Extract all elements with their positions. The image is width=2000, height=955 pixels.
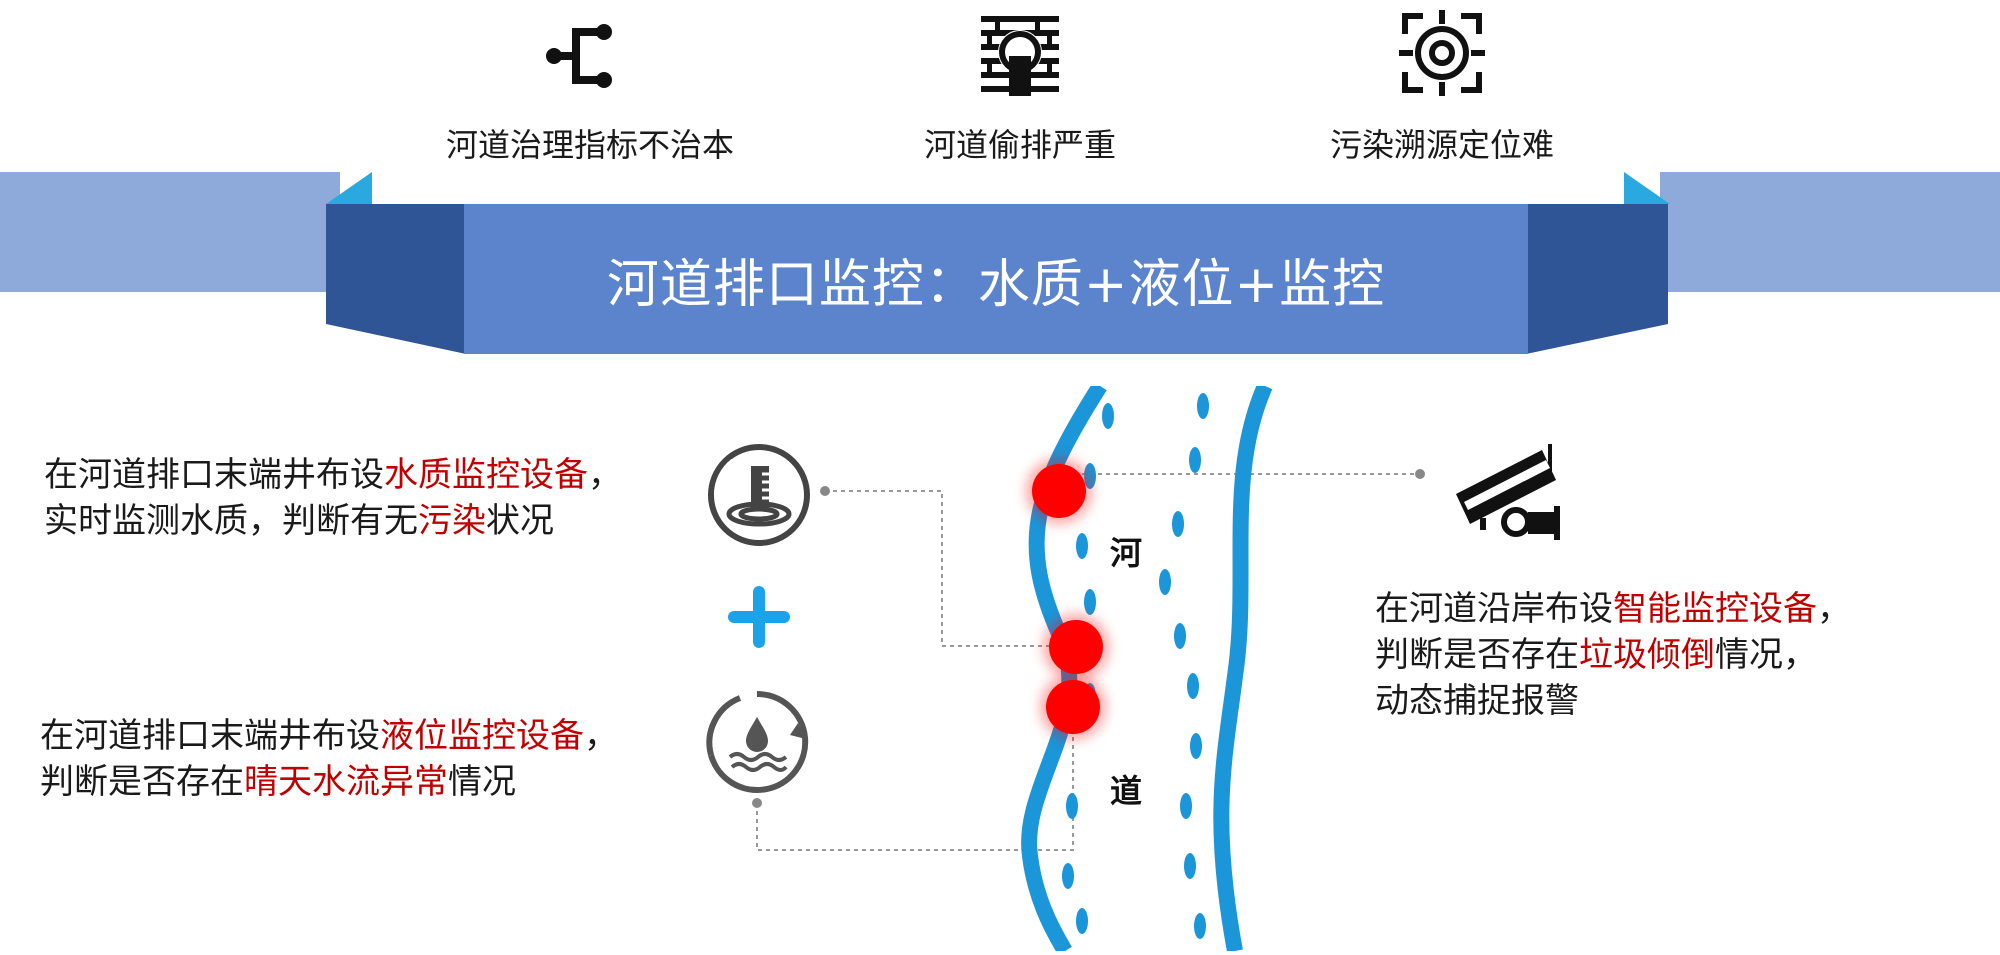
- highlight-abnormal-flow: 晴天水流异常: [244, 762, 448, 802]
- issue-label-3: 污染溯源定位难: [1329, 126, 1554, 164]
- water-level-description: 在河道排口末端井布设液位监控设备， 判断是否存在晴天水流异常情况: [40, 713, 618, 805]
- highlight-water-level-device: 液位监控设备: [380, 716, 584, 756]
- wall-drain-outlet-icon: [981, 16, 1059, 96]
- banner: 河道排口监控：水质+液位+监控: [0, 170, 2000, 360]
- water-quality-sensor: [704, 440, 814, 550]
- plus-sign: [724, 582, 794, 652]
- water-quality-sensor-icon: [708, 444, 810, 546]
- branch-pipe-icon: [546, 24, 612, 88]
- river-char-1: 河: [1110, 534, 1143, 572]
- camera-line-1: 在河道沿岸布设智能监控设备，: [1375, 589, 1851, 629]
- camera-description: 在河道沿岸布设智能监控设备， 判断是否存在垃圾倾倒情况， 动态捕捉报警: [1375, 586, 1851, 724]
- banner-title-area: 河道排口监控：水质+液位+监控: [464, 204, 1528, 354]
- highlight-smart-camera: 智能监控设备: [1613, 589, 1817, 629]
- issue-icon-target: [1397, 8, 1487, 98]
- target-locate-icon: [1399, 10, 1485, 96]
- camera-line-3: 动态捕捉报警: [1375, 681, 1579, 721]
- plus-icon: [728, 586, 790, 648]
- surveillance-camera: [1450, 436, 1570, 546]
- water-quality-line-2: 实时监测水质，判断有无污染状况: [44, 501, 554, 541]
- marker-water-quality: [1032, 464, 1086, 518]
- water-quality-description: 在河道排口末端井布设水质监控设备， 实时监测水质，判断有无污染状况: [44, 452, 622, 544]
- water-level-line-1: 在河道排口末端井布设液位监控设备，: [40, 716, 618, 756]
- marker-camera: [1046, 680, 1100, 734]
- water-level-line-2: 判断是否存在晴天水流异常情况: [40, 762, 516, 802]
- water-level-sensor: [702, 687, 812, 797]
- surveillance-camera-icon: [1456, 444, 1560, 540]
- water-level-sensor-icon: [706, 690, 809, 793]
- marker-water-level: [1049, 620, 1103, 674]
- river-char-2: 道: [1110, 772, 1143, 810]
- banner-title: 河道排口监控：水质+液位+监控: [606, 254, 1386, 315]
- camera-line-2: 判断是否存在垃圾倾倒情况，: [1375, 635, 1817, 675]
- highlight-garbage-dumping: 垃圾倾倒: [1579, 635, 1715, 675]
- issue-label-1: 河道治理指标不治本: [445, 126, 734, 164]
- highlight-pollution: 污染: [418, 501, 486, 541]
- banner-graphic: [0, 172, 2000, 354]
- water-quality-line-1: 在河道排口末端井布设水质监控设备，: [44, 455, 622, 495]
- issue-icon-wall-drain: [975, 8, 1065, 98]
- issue-icon-branch-pipe: [540, 12, 630, 102]
- issue-label-2: 河道偷排严重: [923, 126, 1116, 164]
- highlight-water-quality-device: 水质监控设备: [384, 455, 588, 495]
